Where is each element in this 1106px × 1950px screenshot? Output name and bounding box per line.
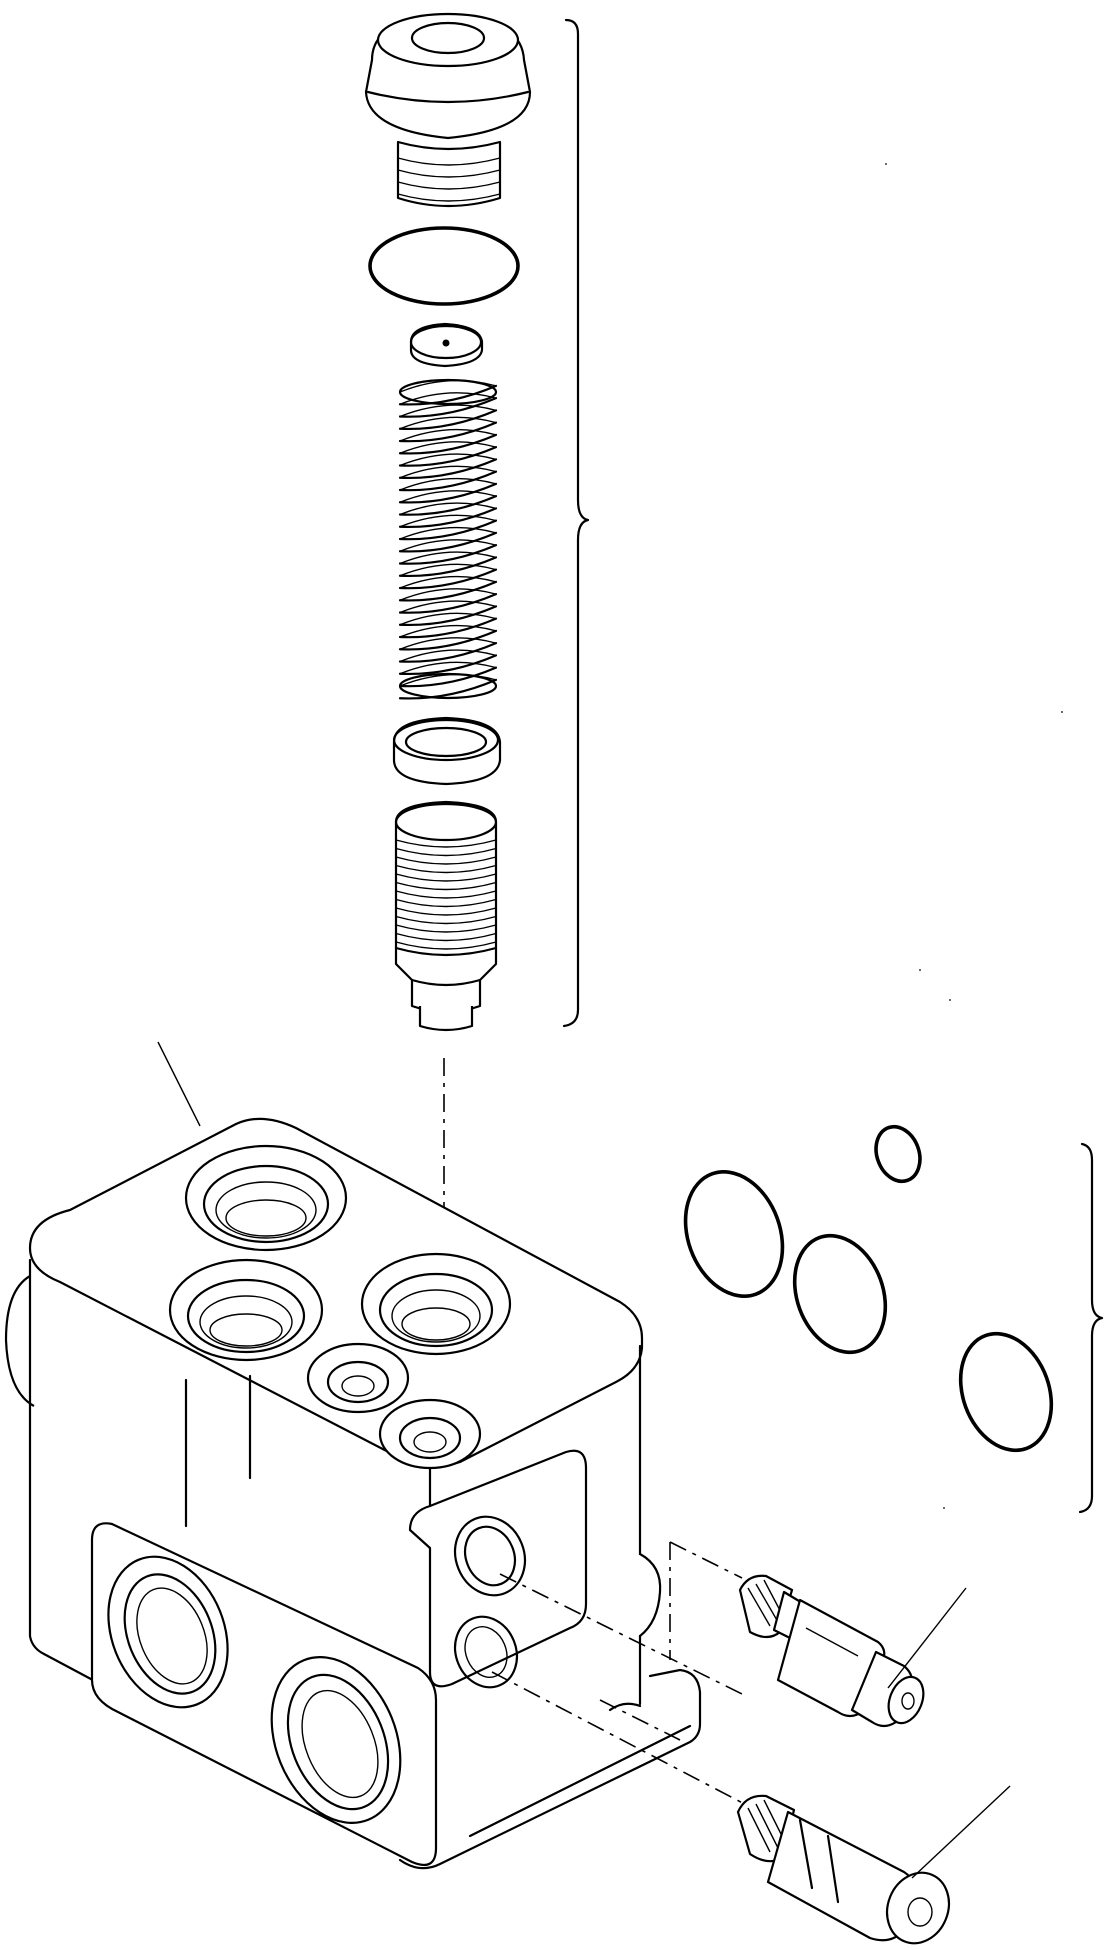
poppet-thread bbox=[395, 847, 497, 857]
spring-coil-back bbox=[399, 490, 497, 503]
poppet-thread bbox=[395, 864, 497, 874]
leader-line-upper-cartridge bbox=[887, 1587, 967, 1689]
spring-coil-back bbox=[399, 673, 497, 687]
spring-coil-back bbox=[399, 612, 497, 626]
spring-coil-front bbox=[398, 446, 498, 467]
spring-coil-back bbox=[399, 465, 497, 479]
poppet-thread bbox=[395, 924, 497, 933]
spring-coil-front bbox=[398, 666, 498, 688]
poppet-thread bbox=[395, 898, 497, 908]
spring-coil-front bbox=[398, 507, 498, 529]
valve-poppet bbox=[394, 800, 498, 1032]
spring-coil-front bbox=[398, 531, 498, 553]
spring-coil-front bbox=[398, 654, 498, 676]
spring-coil-back bbox=[399, 453, 497, 467]
poppet-thread bbox=[395, 890, 497, 899]
spring-coil-back bbox=[399, 600, 497, 614]
assembly-centerline-lower-cartridge bbox=[491, 1671, 757, 1811]
spring-coil-back bbox=[399, 477, 497, 491]
spring-coil-back bbox=[399, 416, 497, 430]
spring-coil-back bbox=[399, 575, 497, 589]
spring-coil-front bbox=[398, 678, 498, 700]
spring-coil-back bbox=[399, 551, 497, 565]
spring-coil-front bbox=[398, 482, 498, 504]
spring-coil-front bbox=[398, 409, 498, 431]
spring-retainer-ring bbox=[392, 716, 502, 786]
poppet-thread bbox=[395, 932, 497, 942]
bracket-top-stack bbox=[562, 18, 590, 1028]
o-ring-set bbox=[683, 1124, 1054, 1453]
shim-washer bbox=[409, 322, 484, 368]
bracket-o-rings bbox=[1078, 1142, 1104, 1514]
spring-coil-front bbox=[398, 519, 498, 541]
spring-coil-back bbox=[399, 649, 497, 663]
spring-coil-front bbox=[398, 617, 498, 639]
assembly-dash-lower-cartridge bbox=[599, 1699, 681, 1741]
poppet-thread bbox=[395, 881, 497, 891]
poppet-thread bbox=[395, 915, 497, 925]
spring-coil-back bbox=[399, 526, 497, 540]
spring-coil-back bbox=[399, 539, 497, 552]
relief-valve-cartridge-upper bbox=[738, 1574, 967, 1728]
spring-coil-front bbox=[398, 580, 498, 602]
spring-coil-front bbox=[398, 629, 498, 651]
spring-coil-back bbox=[399, 588, 497, 601]
valve-body bbox=[4, 1041, 702, 1870]
spring-coil-front bbox=[398, 433, 498, 455]
spring-coil-front bbox=[398, 568, 498, 590]
spring-coil-back bbox=[399, 514, 497, 528]
valve-cap bbox=[364, 12, 532, 140]
poppet-thread bbox=[395, 839, 497, 848]
spring-coil-back bbox=[399, 624, 497, 638]
assembly-centerline-upper-cartridge bbox=[499, 1573, 743, 1695]
assembly-dash-upper-cartridge-top bbox=[669, 1541, 743, 1579]
spring-coil-front bbox=[398, 397, 498, 418]
spring-coil-back bbox=[399, 441, 497, 454]
spring-coil-front bbox=[398, 544, 498, 565]
scan-specks bbox=[885, 163, 1063, 1509]
spring-coil-front bbox=[398, 470, 498, 492]
spring-coil-front bbox=[398, 458, 498, 480]
cap-threaded-stem bbox=[396, 140, 502, 208]
poppet-thread bbox=[395, 941, 497, 950]
spring-coil-back bbox=[399, 502, 497, 516]
spring-coil-front bbox=[398, 384, 498, 406]
spring-coil-back bbox=[399, 428, 497, 442]
spring-coil-front bbox=[398, 556, 498, 578]
spring-coil-front bbox=[398, 642, 498, 663]
spring-coil-back bbox=[399, 379, 497, 393]
spring-coil-front bbox=[398, 421, 498, 443]
spring-coil-back bbox=[399, 392, 497, 405]
poppet-thread bbox=[395, 873, 497, 882]
spring-coil-back bbox=[399, 637, 497, 650]
spring-coil-front bbox=[398, 593, 498, 614]
o-ring-upper bbox=[368, 226, 520, 306]
relief-valve-cartridge-lower bbox=[736, 1785, 1011, 1945]
spring-coil-back bbox=[399, 661, 497, 675]
spring-coil-back bbox=[399, 563, 497, 577]
leader-line-body bbox=[157, 1041, 201, 1127]
spring-coil-front bbox=[398, 605, 498, 627]
poppet-thread bbox=[395, 856, 497, 865]
spring-coil-back bbox=[399, 404, 497, 418]
valve-spring bbox=[398, 378, 498, 700]
spring-top-end bbox=[398, 378, 498, 406]
poppet-thread bbox=[395, 907, 497, 916]
spring-coil-front bbox=[398, 495, 498, 516]
leader-line-lower-cartridge bbox=[911, 1785, 1011, 1879]
spring-bottom-end bbox=[398, 672, 498, 700]
